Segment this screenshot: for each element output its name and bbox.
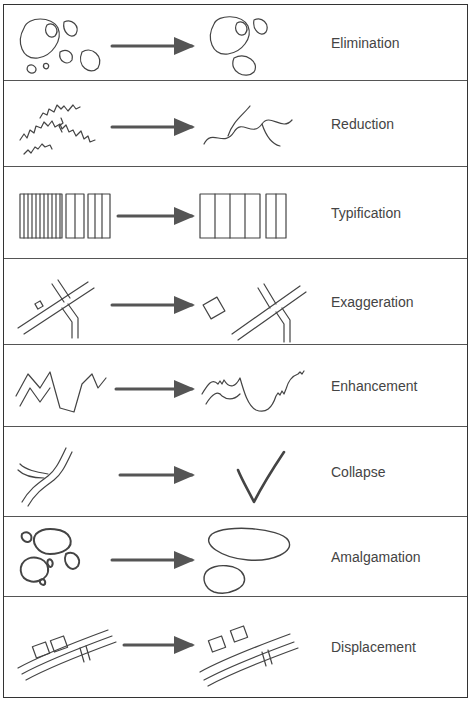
hatch-line — [43, 194, 44, 238]
typification-figure — [20, 194, 286, 238]
hatch-line — [47, 194, 48, 238]
operator-name: Typification — [331, 205, 401, 222]
hatch-line — [23, 194, 24, 238]
operator-name: Amalgamation — [331, 549, 421, 566]
collapse-figure — [18, 448, 284, 506]
operator-name: Reduction — [331, 116, 394, 133]
hatch-line — [27, 194, 28, 238]
hatch-line — [51, 194, 52, 238]
operator-band: Amalgamation — [4, 517, 467, 597]
amalgamation-figure — [21, 528, 290, 593]
enhancement-figure — [16, 371, 304, 412]
hatch-line — [59, 194, 60, 238]
hatch-line — [31, 194, 32, 238]
operator-band: Enhancement — [4, 345, 467, 427]
hatch-line — [55, 194, 56, 238]
operator-band: Displacement — [4, 597, 467, 697]
operator-band: Collapse — [4, 427, 467, 517]
operator-name: Exaggeration — [331, 294, 414, 311]
hatch-line — [39, 194, 40, 238]
operator-band: Typification — [4, 167, 467, 259]
displacement-figure — [18, 626, 298, 686]
reduction-figure — [20, 105, 292, 154]
operator-band: Reduction — [4, 81, 467, 167]
elimination-figure — [20, 17, 267, 75]
exaggeration-figure — [18, 280, 306, 342]
operator-name: Displacement — [331, 639, 416, 656]
table-frame: EliminationReductionTypificationExaggera… — [3, 4, 468, 698]
operator-band: Elimination — [4, 5, 467, 81]
operator-name: Enhancement — [331, 378, 417, 395]
hatch-line — [35, 194, 36, 238]
operator-band: Exaggeration — [4, 259, 467, 345]
operator-name: Collapse — [331, 464, 385, 481]
operator-name: Elimination — [331, 35, 399, 52]
